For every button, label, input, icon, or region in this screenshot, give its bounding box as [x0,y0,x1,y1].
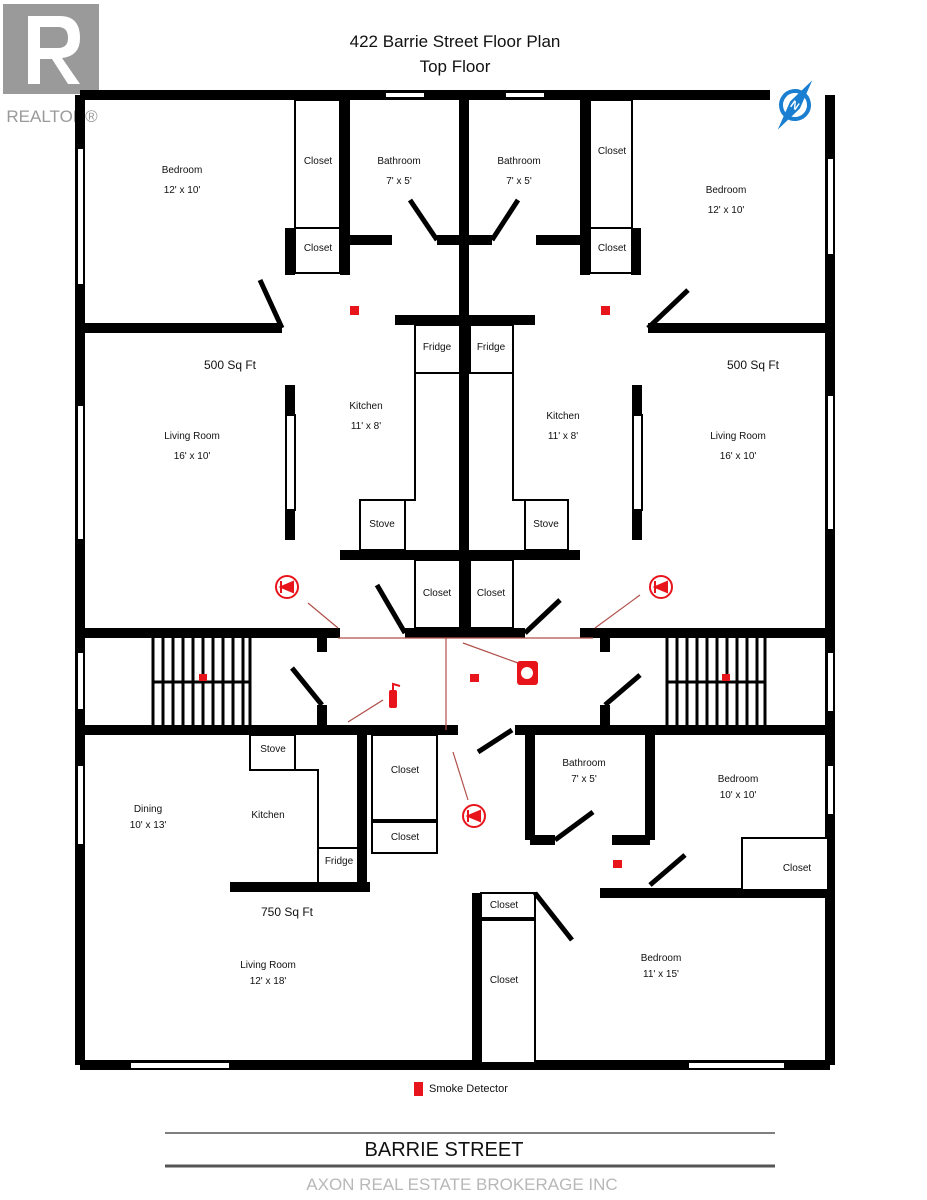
closet-label: Closet [598,146,627,157]
watermark: AXON REAL ESTATE BROKERAGE INC [306,1175,617,1194]
plan-subtitle: Top Floor [420,57,491,76]
fridge-label: Fridge [325,856,354,867]
fire-alarm-lines [307,594,641,801]
fridge-label: Fridge [423,342,452,353]
smoke-detector-icon [414,1082,423,1096]
room-size: 12' x 18' [250,976,287,987]
room-size: 11' x 8' [351,421,381,432]
street-name: BARRIE STREET [365,1139,524,1161]
room-name: Dining [134,804,162,815]
closet-label: Closet [598,243,627,254]
room-size: 16' x 10' [720,451,757,462]
room-name: Bedroom [718,774,759,785]
closet-label: Closet [783,863,812,874]
room-size: 12' x 10' [164,185,201,196]
unit-area: 500 Sq Ft [204,358,257,372]
fire-horn-icon [462,804,486,828]
closet-label: Closet [391,832,420,843]
stove-label: Stove [369,519,395,530]
north-compass-icon: N [777,80,813,130]
room-size: 7' x 5' [506,176,532,187]
room-size: 7' x 5' [571,774,597,785]
legend: Smoke Detector [414,1082,508,1096]
room-name: Living Room [164,431,220,442]
fire-extinguisher-icon [389,682,401,708]
fridge-label: Fridge [477,342,506,353]
smoke-detector-icon [470,674,479,682]
legend-label: Smoke Detector [429,1083,508,1095]
smoke-detector-icon [199,674,207,681]
closet-label: Closet [490,975,519,986]
closet-label: Closet [423,588,452,599]
stove-label: Stove [260,744,286,755]
smoke-detector-icon [722,674,730,681]
room-name: Bathroom [562,758,605,769]
room-size: 16' x 10' [174,451,211,462]
room-name: Bedroom [641,953,682,964]
room-name: Bedroom [162,165,203,176]
closet-label: Closet [304,243,333,254]
room-name: Kitchen [251,810,284,821]
unit-area: 500 Sq Ft [727,358,780,372]
plan-title: 422 Barrie Street Floor Plan [350,32,561,51]
room-name: Living Room [710,431,766,442]
stairs-left [151,638,252,726]
closet-label: Closet [490,900,519,911]
interior-walls [80,95,830,735]
smoke-detector-icon [601,306,610,315]
room-name: Kitchen [349,401,382,412]
room-size: 11' x 15' [643,969,679,980]
room-name: Kitchen [546,411,579,422]
closet-label: Closet [477,588,506,599]
exterior-walls [75,90,835,1070]
closet-label: Closet [304,156,333,167]
room-size: 12' x 10' [708,205,745,216]
room-name: Bedroom [706,185,747,196]
room-name: Bathroom [497,156,540,167]
unit-area: 750 Sq Ft [261,905,314,919]
fire-horn-icon [649,575,673,599]
stairs-right [665,638,767,726]
room-size: 10' x 13' [130,820,167,831]
room-labels: Bedroom 12' x 10' Closet Closet Bathroom… [130,146,812,987]
room-name: Bathroom [377,156,420,167]
fire-horn-icon [275,575,299,599]
room-size: 10' x 10' [720,790,757,801]
smoke-detector-icon [350,306,359,315]
lower-unit-walls [230,727,830,1065]
fire-alarm-panel-icon [517,661,538,685]
room-size: 11' x 8' [548,431,578,442]
room-size: 7' x 5' [386,176,412,187]
closet-label: Closet [391,765,420,776]
smoke-detector-icon [613,860,622,868]
room-name: Living Room [240,960,296,971]
stove-label: Stove [533,519,559,530]
